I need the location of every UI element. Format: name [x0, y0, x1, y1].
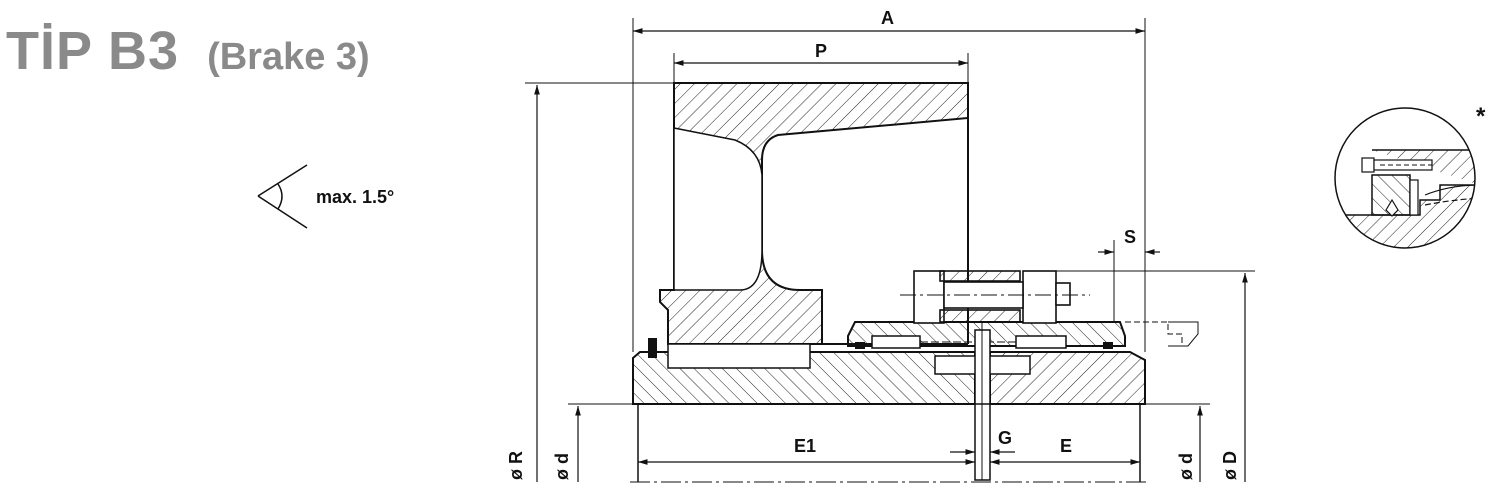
bolt-assembly	[900, 270, 1090, 324]
extension-lines	[525, 18, 1255, 405]
dim-a-label: A	[881, 8, 894, 28]
dim-d-left-label: ø d	[552, 453, 572, 480]
title-subtitle: (Brake 3)	[207, 36, 370, 78]
dim-r-label: ø R	[506, 451, 526, 480]
dimension-lines	[534, 28, 1248, 482]
misalignment-label: max. 1.5°	[316, 187, 394, 207]
left-hub	[632, 338, 976, 405]
dim-e-label: E	[1060, 436, 1072, 456]
brake-disc-outline	[1168, 321, 1199, 347]
dim-dd-label: ø D	[1220, 451, 1240, 480]
angle-symbol-icon	[257, 164, 308, 229]
detail-marker: *	[1476, 103, 1486, 130]
center-gap	[974, 322, 991, 481]
dim-p-label: P	[815, 41, 827, 61]
title-main: TİP B3	[6, 21, 180, 81]
dim-d-right-label: ø d	[1176, 453, 1196, 480]
product-title: TİP B3 (Brake 3)	[6, 20, 370, 82]
dim-e1-label: E1	[794, 436, 816, 456]
dim-s-label: S	[1124, 227, 1136, 247]
hidden-lines	[1125, 321, 1183, 346]
detail-view	[1334, 107, 1476, 249]
bore-lines	[633, 403, 1145, 482]
dim-g-label: G	[998, 428, 1012, 448]
